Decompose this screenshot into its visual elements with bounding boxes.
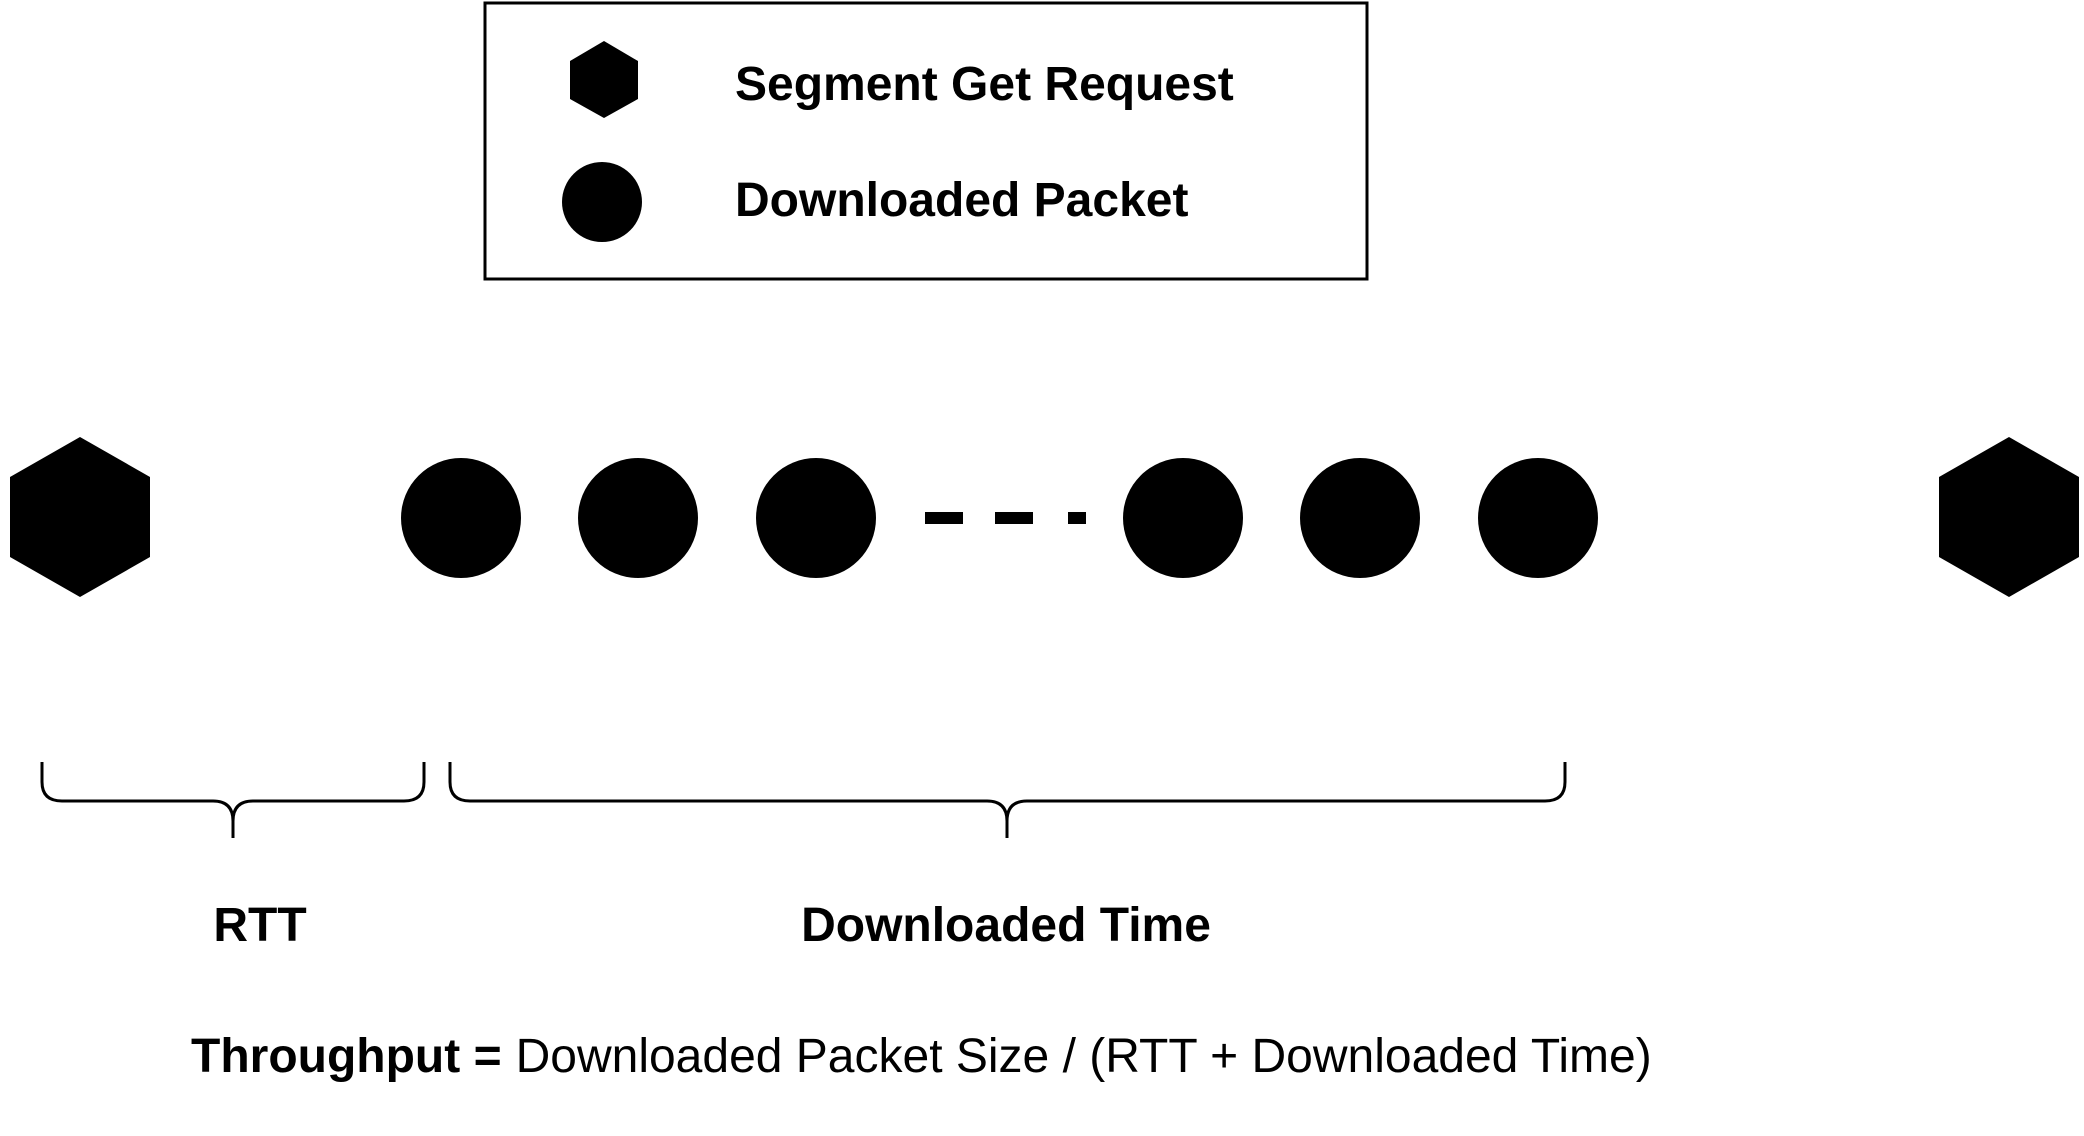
legend-circle-icon	[562, 162, 642, 242]
packet-circle-icon	[756, 458, 876, 578]
rtt-brace	[40, 762, 426, 838]
start-request-hexagon-icon	[10, 437, 150, 597]
throughput-formula: Throughput = Downloaded Packet Size / (RT…	[191, 1030, 1652, 1083]
gap-dashes	[925, 512, 1086, 524]
rtt-label: RTT	[213, 899, 306, 952]
packet-circle-icon	[1300, 458, 1420, 578]
packet-circle-icon	[1478, 458, 1598, 578]
legend: Segment Get Request Downloaded Packet	[483, 1, 1369, 281]
timeline	[10, 437, 2079, 597]
legend-hexagon-icon	[570, 41, 638, 118]
packet-circle-icon	[401, 458, 521, 578]
end-request-hexagon-icon	[1939, 437, 2079, 597]
packet-circle-icon	[578, 458, 698, 578]
legend-label-segment-get-request: Segment Get Request	[735, 58, 1234, 111]
formula-bold-part: Throughput =	[191, 1030, 502, 1083]
packet-circle-icon	[1123, 458, 1243, 578]
downloaded-time-brace	[448, 762, 1567, 838]
formula-regular-part: Downloaded Packet Size / (RTT + Download…	[516, 1030, 1652, 1083]
downloaded-time-label: Downloaded Time	[801, 899, 1211, 952]
legend-box	[483, 1, 1369, 281]
legend-label-downloaded-packet: Downloaded Packet	[735, 174, 1188, 227]
